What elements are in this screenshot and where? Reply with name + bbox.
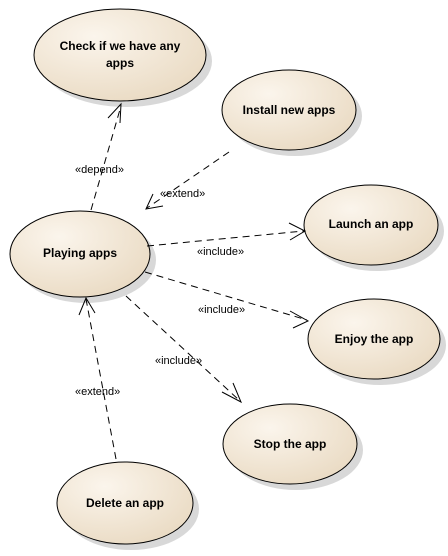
relation-include-stop[interactable]: «include» xyxy=(125,295,243,404)
usecase-playing-apps[interactable]: Playing apps xyxy=(9,210,156,303)
relation-extend-delete-label: «extend» xyxy=(75,386,120,398)
relation-include-enjoy[interactable]: «include» xyxy=(144,271,310,329)
relation-extend-install-label: «extend» xyxy=(160,188,205,200)
relation-include-launch[interactable]: «include» xyxy=(146,222,307,258)
usecase-check-apps-label-line2: apps xyxy=(106,56,134,70)
usecase-delete-label: Delete an app xyxy=(86,496,164,510)
usecase-stop-the-app[interactable]: Stop the app xyxy=(222,403,363,490)
relation-include-enjoy-label: «include» xyxy=(198,304,245,316)
relation-extend-delete[interactable]: «extend» xyxy=(75,296,120,460)
usecase-launch-an-app[interactable]: Launch an app xyxy=(303,184,444,271)
usecase-playing-label: Playing apps xyxy=(43,246,117,260)
usecase-enjoy-label: Enjoy the app xyxy=(335,332,414,346)
usecase-launch-label: Launch an app xyxy=(329,217,414,231)
usecase-delete-an-app[interactable]: Delete an app xyxy=(56,461,199,550)
usecase-check-apps[interactable]: Check if we have any apps xyxy=(33,8,212,107)
usecase-enjoy-the-app[interactable]: Enjoy the app xyxy=(307,298,446,385)
relation-extend-install[interactable]: «extend» xyxy=(145,151,230,210)
relation-depend-label: «depend» xyxy=(75,164,124,176)
usecase-check-apps-label-line1: Check if we have any xyxy=(60,39,181,53)
usecase-install-new-apps[interactable]: Install new apps xyxy=(221,69,362,156)
relation-include-stop-label: «include» xyxy=(155,355,202,367)
usecase-install-label: Install new apps xyxy=(243,103,336,117)
usecase-stop-label: Stop the app xyxy=(254,437,327,451)
relation-include-launch-label: «include» xyxy=(197,246,244,258)
relation-depend[interactable]: «depend» xyxy=(75,102,124,211)
